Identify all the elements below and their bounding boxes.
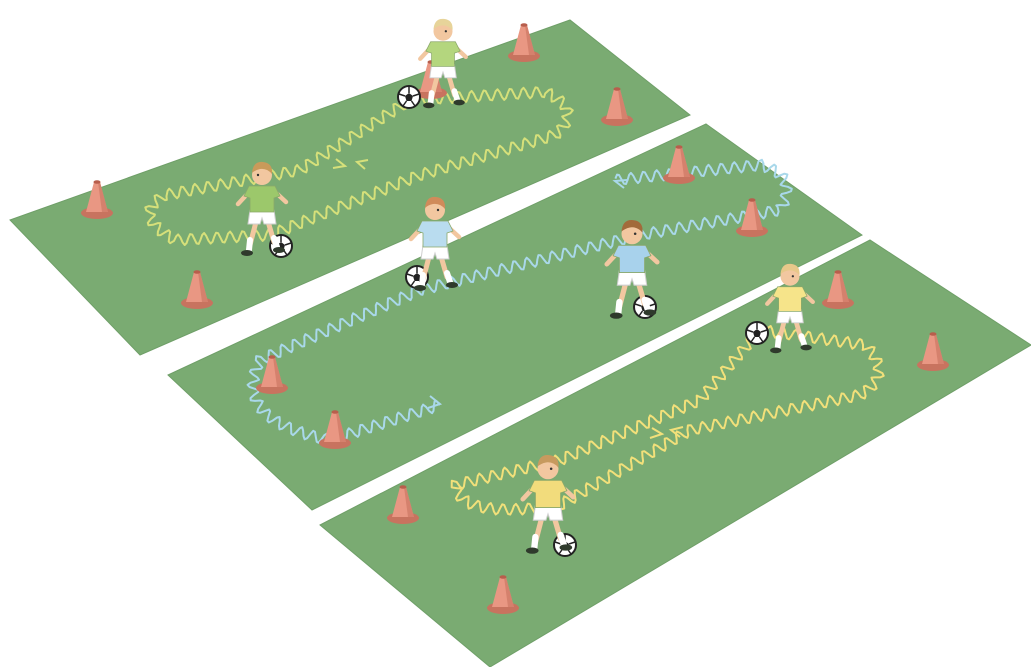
- ball-icon: [398, 86, 420, 108]
- ball-icon: [746, 322, 768, 344]
